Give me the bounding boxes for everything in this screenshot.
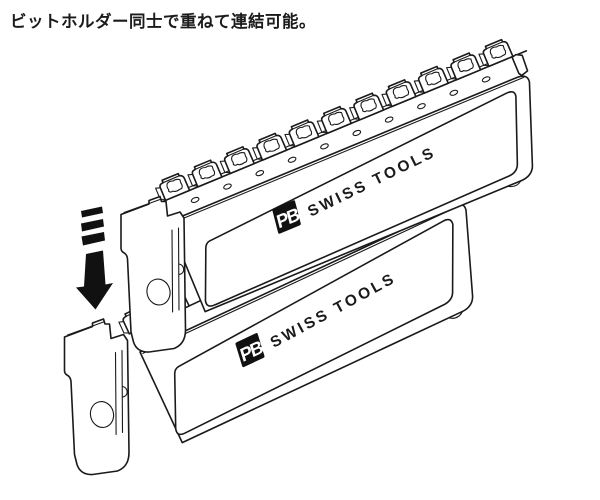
end-clip xyxy=(120,195,187,353)
caption-text: ビットホルダー同士で重ねて連結可能。 xyxy=(10,13,316,31)
end-wall xyxy=(511,53,529,77)
foot xyxy=(449,311,463,319)
end-clip xyxy=(63,318,130,476)
upper-bit-holder: PB SWISS TOOLS xyxy=(120,37,534,353)
label-panel xyxy=(204,90,519,307)
arrow-dash xyxy=(81,232,105,246)
stack-arrow-icon xyxy=(76,206,113,310)
deck xyxy=(159,50,527,222)
pb-logo-mark xyxy=(272,200,301,234)
pb-logo-mark xyxy=(235,333,265,368)
arrow-body xyxy=(76,250,113,310)
arrow-dash xyxy=(81,206,103,218)
arrow-dash xyxy=(81,219,104,232)
foot xyxy=(507,180,522,188)
label-panel xyxy=(173,218,454,436)
